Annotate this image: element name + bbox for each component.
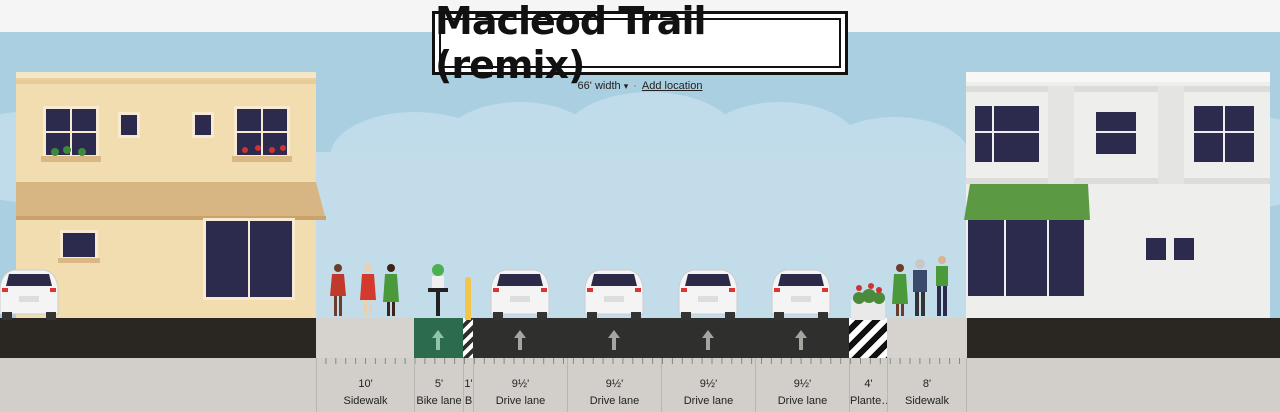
pedestrians-right bbox=[892, 256, 948, 316]
chevron-down-icon: ▾ bbox=[623, 81, 629, 91]
segment-name: Drive lane bbox=[777, 395, 828, 407]
ruler-ticks bbox=[316, 358, 960, 364]
segment-width: 10' bbox=[358, 378, 373, 390]
planter bbox=[851, 283, 885, 320]
segment-label-drive-lane-1[interactable]: 9½' Drive lane bbox=[473, 358, 567, 412]
drive-lane-arrow-icon bbox=[795, 330, 807, 350]
segment-drive-lanes[interactable] bbox=[473, 318, 849, 358]
segment-width: 9½' bbox=[511, 378, 530, 390]
segment-label-drive-lane-2[interactable]: 9½' Drive lane bbox=[567, 358, 661, 412]
segment-planter[interactable] bbox=[849, 318, 887, 358]
segment-label-planter[interactable]: 4' Plante… bbox=[849, 358, 887, 412]
car-3 bbox=[678, 269, 738, 321]
car-1 bbox=[490, 269, 550, 321]
segment-width: 9½' bbox=[699, 378, 718, 390]
street-name-sign[interactable]: Macleod Trail (remix) bbox=[432, 0, 848, 87]
street-width-dropdown[interactable]: 66' width ▾ bbox=[578, 80, 629, 92]
left-building bbox=[16, 72, 326, 320]
segment-label-sidewalk-right[interactable]: 8' Sidewalk bbox=[887, 358, 967, 412]
segment-label-drive-lane-3[interactable]: 9½' Drive lane bbox=[661, 358, 755, 412]
segment-name: Drive lane bbox=[589, 395, 640, 407]
right-building bbox=[964, 72, 1270, 320]
street-width-label: 66' width bbox=[577, 80, 621, 92]
segment-bike-buffer[interactable] bbox=[463, 318, 473, 358]
segment-sidewalk-right[interactable] bbox=[887, 318, 967, 358]
lane-arrows bbox=[432, 330, 807, 350]
segment-width: 8' bbox=[922, 378, 932, 390]
segment-width: 9½' bbox=[605, 378, 624, 390]
drive-lane-arrow-icon bbox=[514, 330, 526, 350]
car-4 bbox=[771, 269, 831, 321]
segment-width: 9½' bbox=[793, 378, 812, 390]
street-meta: 66' width ▾ · Add location bbox=[0, 80, 1280, 92]
segment-label-bike-lane[interactable]: 5' Bike lane bbox=[414, 358, 463, 412]
segment-width: 5' bbox=[434, 378, 444, 390]
segment-name: Sidewalk bbox=[343, 395, 388, 407]
separator: · bbox=[633, 80, 637, 92]
cyclist bbox=[428, 264, 448, 316]
segment-label-drive-lane-4[interactable]: 9½' Drive lane bbox=[755, 358, 849, 412]
segment-sidewalk-left[interactable] bbox=[316, 318, 414, 358]
segment-width: 1' bbox=[464, 378, 473, 390]
street-name: Macleod Trail (remix) bbox=[435, 0, 707, 87]
segment-name: Drive lane bbox=[495, 395, 546, 407]
cars bbox=[0, 269, 831, 321]
segment-name: Drive lane bbox=[683, 395, 734, 407]
bollard bbox=[465, 277, 471, 320]
segment-ruler bbox=[0, 358, 1280, 412]
segment-name: Bike lane bbox=[416, 395, 462, 407]
segment-label-bike-buffer[interactable]: 1' B bbox=[463, 358, 473, 412]
segment-name: Sidewalk bbox=[904, 395, 950, 407]
pedestrians-left bbox=[330, 264, 399, 316]
bike-lane-arrow-icon bbox=[432, 330, 444, 350]
segment-width: 4' bbox=[864, 378, 873, 390]
drive-lane-arrow-icon bbox=[702, 330, 714, 350]
segment-name: B bbox=[464, 395, 473, 407]
segment-name: Plante… bbox=[850, 395, 887, 407]
car-2 bbox=[584, 269, 644, 321]
segment-label-sidewalk-left[interactable]: 10' Sidewalk bbox=[316, 358, 414, 412]
drive-lane-arrow-icon bbox=[608, 330, 620, 350]
add-location-link[interactable]: Add location bbox=[641, 80, 703, 92]
